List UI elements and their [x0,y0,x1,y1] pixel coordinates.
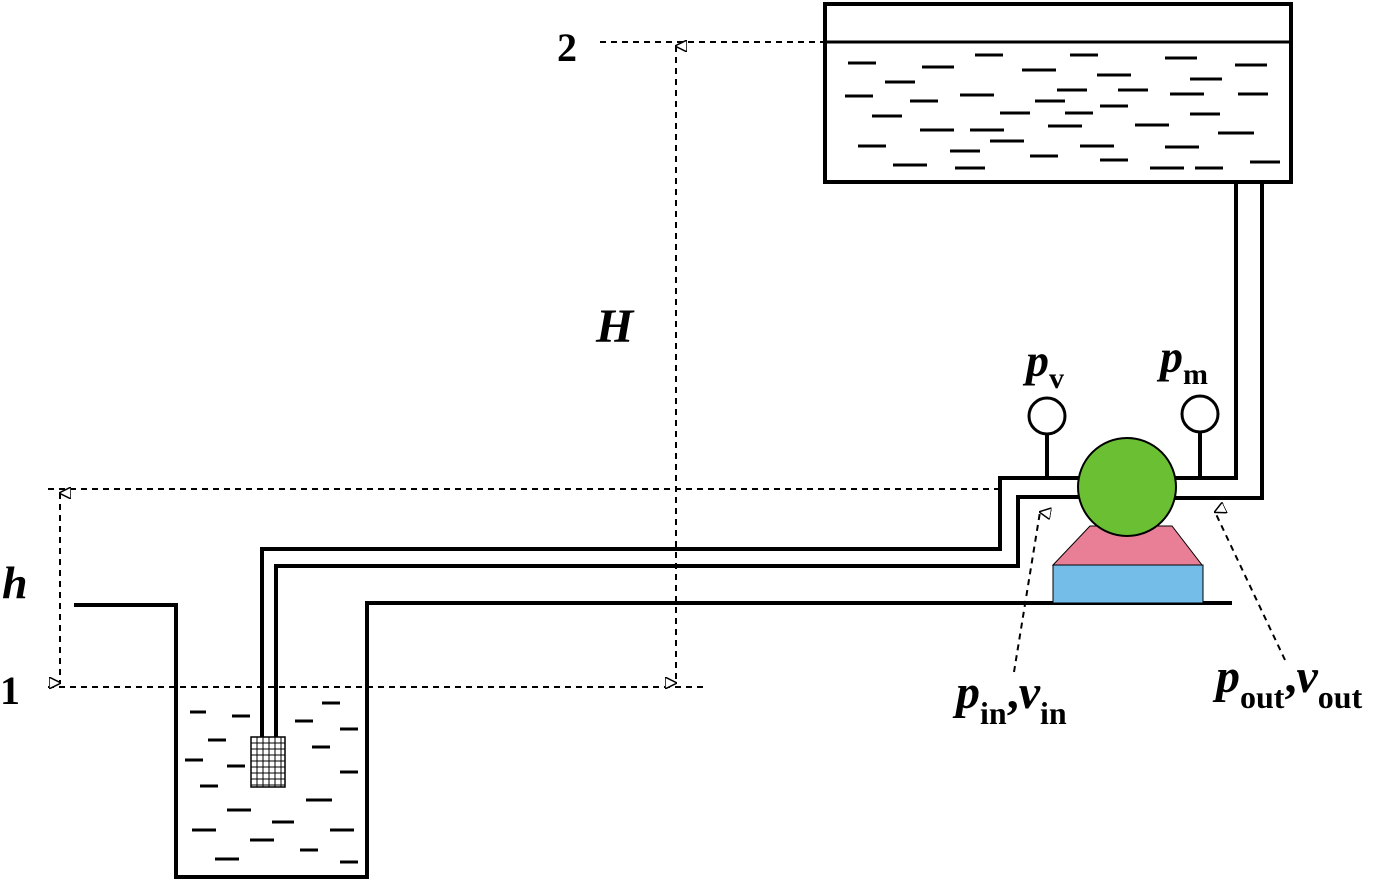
level-1-label: 1 [0,668,20,713]
inlet-pressure-velocity-label: pin,vin [952,666,1067,731]
pump-impeller-casing [1077,437,1177,537]
pump [1051,437,1204,604]
level-2-label: 2 [557,25,577,70]
suction-pipe [260,476,1080,737]
lower-reservoir [74,601,1232,879]
head-H-label: H [595,300,635,353]
outlet-pressure-velocity-label: pout,vout [1212,650,1363,715]
pressure-gauge-icon [1027,396,1067,478]
height-h-label: h [2,557,28,608]
vacuum-gauge-label: pv [1022,335,1064,395]
inlet-arrow [1013,512,1040,673]
manometer-label: pm [1156,331,1208,391]
pressure-gauge-icon [1180,394,1220,478]
upper-tank-water-dashes [845,53,1280,170]
strainer-grid-icon [250,736,286,788]
dimension-arrows [60,46,1286,683]
upper-tank [823,2,1293,184]
discharge-pipe [1172,182,1264,500]
pump-base [1052,564,1204,604]
outlet-arrow [1215,512,1286,661]
lower-reservoir-water-dashes [185,701,358,864]
reference-lines [48,41,1000,688]
